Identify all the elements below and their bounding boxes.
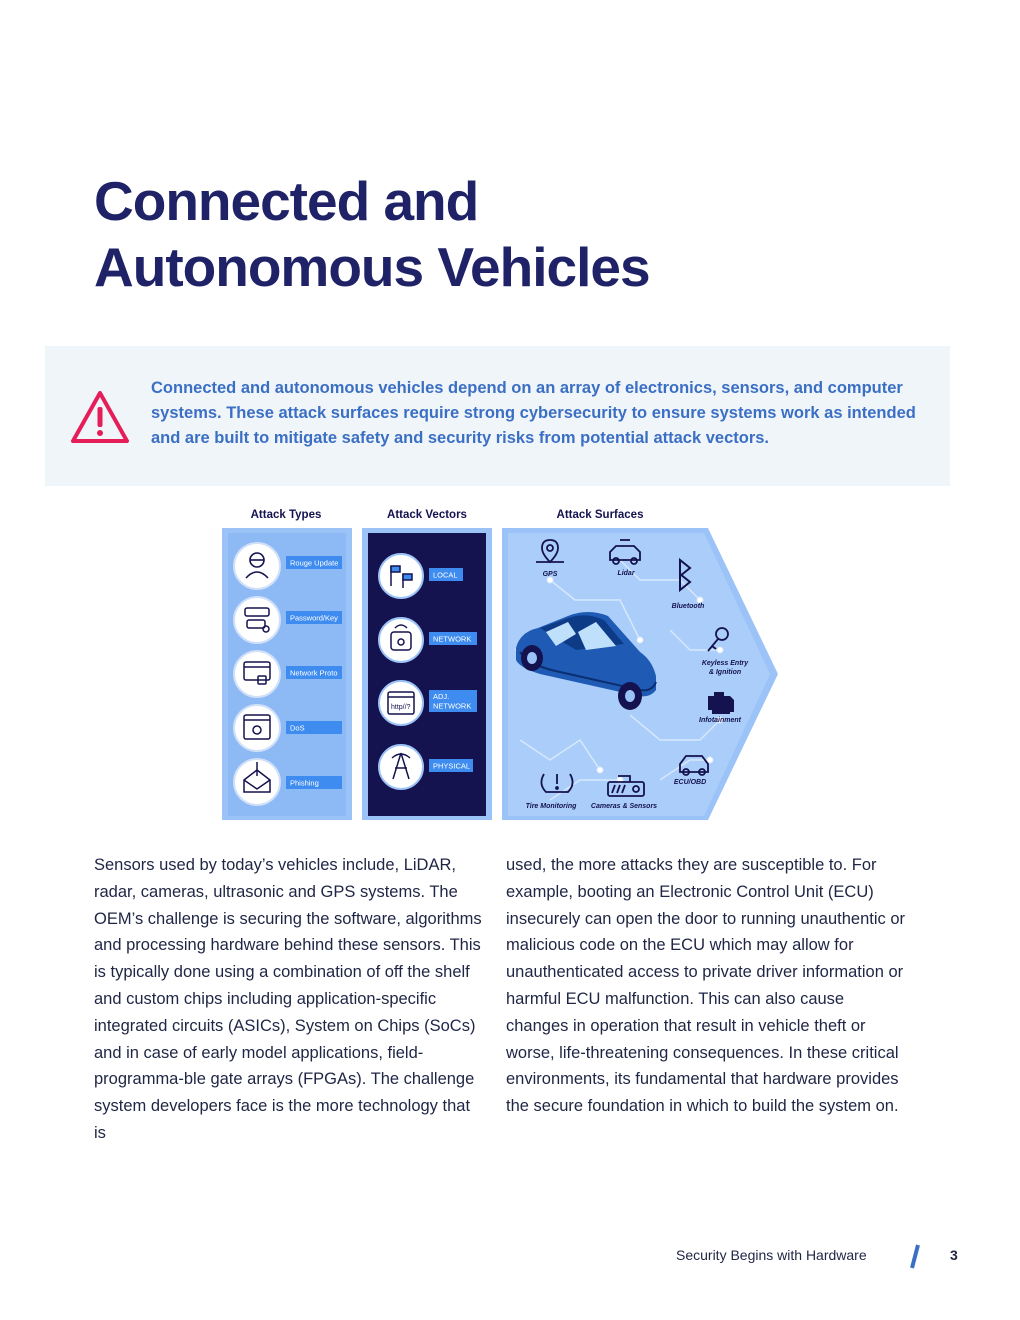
physical-tower-icon <box>391 752 411 780</box>
network-protocol-icon <box>243 661 271 685</box>
lidar-car-icon <box>609 539 641 565</box>
footer-label: Security Begins with Hardware <box>676 1247 867 1263</box>
local-flag-icon <box>390 565 413 588</box>
attack-vector-label-line-2: NETWORK <box>433 702 471 711</box>
tire-pressure-icon <box>540 773 574 793</box>
attack-type-label: Password/Key <box>290 614 338 623</box>
surface-label-gps: GPS <box>543 571 558 578</box>
attack-vector-local: LOCAL <box>378 553 463 599</box>
attack-type-network-proto: Network Proto <box>233 650 342 698</box>
dos-icon <box>243 714 271 740</box>
body-text-left-column: Sensors used by today’s vehicles include… <box>94 856 482 1142</box>
attack-type-label: Network Proto <box>290 669 338 678</box>
page-number: 3 <box>950 1247 958 1263</box>
surface-label-infotainment: Infotainment <box>699 717 742 724</box>
attack-types-heading: Attack Types <box>251 509 322 521</box>
attack-type-rouge-update: Rouge Update <box>233 542 342 590</box>
attack-vector-network: NETWORK <box>378 617 477 663</box>
page-title-line-1: Connected and <box>94 170 479 232</box>
network-router-icon <box>390 624 412 651</box>
body-text-right-column: used, the more attacks they are suscepti… <box>506 856 906 1116</box>
attack-vector-label: ADJ. <box>433 692 449 701</box>
browser-http-icon <box>387 691 415 715</box>
warning-callout: Connected and autonomous vehicles depend… <box>45 346 950 486</box>
attack-vector-adjacent-network: http//? ADJ. NETWORK <box>378 680 477 726</box>
attack-surfaces-heading: Attack Surfaces <box>557 509 644 521</box>
page-title: Connected and Autonomous Vehicles <box>94 168 651 300</box>
password-icon <box>244 607 270 633</box>
surface-label-cameras-sensors: Cameras & Sensors <box>591 803 657 810</box>
warning-triangle-icon <box>71 391 129 443</box>
svg-text:http//?: http//? <box>391 704 411 711</box>
attack-type-label: DoS <box>290 724 305 733</box>
attack-vector-label: PHYSICAL <box>433 762 470 771</box>
attack-vector-label: LOCAL <box>433 571 458 580</box>
attack-infographic: Attack Types Attack Vectors Attack Surfa… <box>222 509 778 820</box>
attack-type-label: Phishing <box>290 779 319 788</box>
engine-icon <box>708 692 734 714</box>
attack-type-dos: DoS <box>233 704 342 752</box>
hacker-icon <box>245 552 269 579</box>
page-title-line-2: Autonomous Vehicles <box>94 236 651 298</box>
attack-vector-physical: PHYSICAL <box>378 744 473 790</box>
surface-label-tire-monitoring: Tire Monitoring <box>526 803 578 810</box>
car-illustration <box>516 612 657 710</box>
bluetooth-icon <box>679 557 692 593</box>
surface-label-keyless-entry: Keyless Entry <box>702 660 749 667</box>
surface-label-keyless-ignition: & Ignition <box>709 669 741 676</box>
attack-type-password-key: Password/Key <box>233 596 342 644</box>
attack-vectors-heading: Attack Vectors <box>387 509 467 521</box>
footer-slash-accent <box>910 1244 920 1269</box>
attack-vector-label: NETWORK <box>433 635 471 644</box>
callout-text: Connected and autonomous vehicles depend… <box>151 379 916 447</box>
ecu-car-icon <box>679 755 709 776</box>
gps-pin-icon <box>536 539 564 564</box>
attack-type-label: Rouge Update <box>290 559 338 568</box>
surface-label-bluetooth: Bluetooth <box>672 603 705 610</box>
surface-label-lidar: Lidar <box>617 570 635 577</box>
camera-sensor-icon <box>607 775 645 797</box>
attack-type-phishing: Phishing <box>233 758 342 806</box>
phishing-icon <box>243 762 271 793</box>
surface-label-ecu-obd: ECU/OBD <box>674 779 706 786</box>
key-icon <box>707 627 729 652</box>
